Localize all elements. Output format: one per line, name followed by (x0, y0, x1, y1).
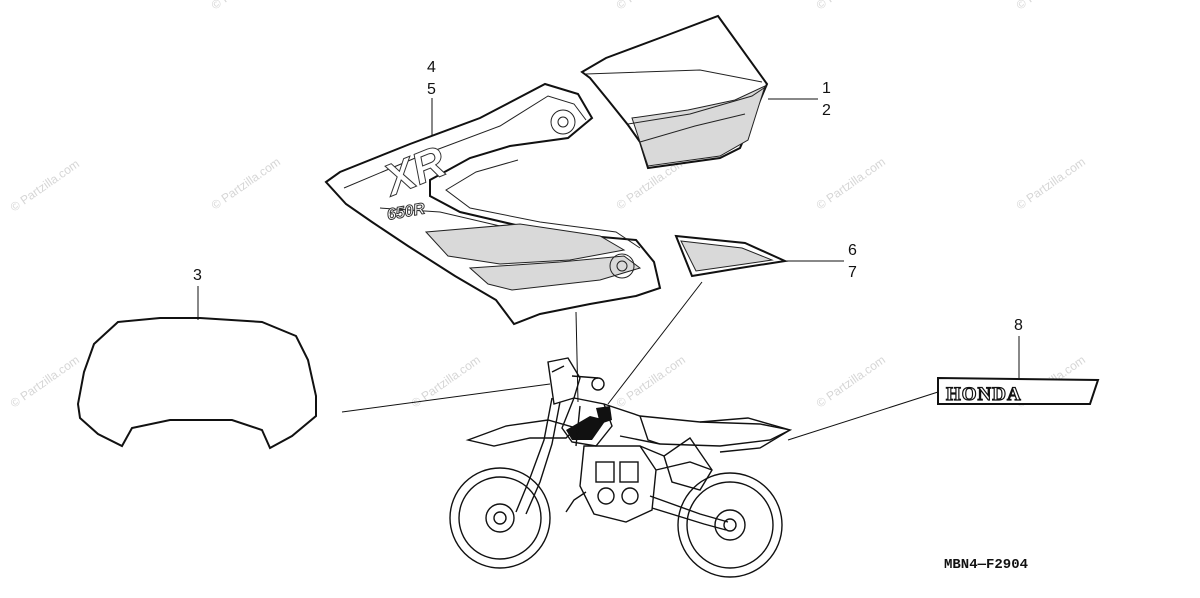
mount-hole (609, 253, 635, 279)
watermark-text: © Partzilla.com (814, 155, 888, 213)
mount-hole (550, 109, 576, 135)
watermark-text: © Partzilla.com (8, 353, 82, 411)
callout-1: 1 (822, 80, 831, 97)
callout-6: 6 (848, 242, 857, 259)
callout-3: 3 (193, 267, 202, 284)
watermark-text: © Partzilla.com (814, 0, 888, 12)
callout-5: 5 (427, 81, 436, 98)
callout-8: 8 (1014, 317, 1023, 334)
part-upper-stripe[interactable] (580, 14, 769, 170)
part-honda-emblem[interactable]: HONDA (937, 376, 1100, 406)
watermark-text: © Partzilla.com (1014, 155, 1088, 213)
watermark-text: © Partzilla.com (209, 155, 283, 213)
watermark-text: © Partzilla.com (614, 0, 688, 12)
motorcycle-illustration (449, 357, 793, 578)
leader-line-small-decal-to-bike (607, 281, 703, 405)
watermark-text: © Partzilla.com (1014, 0, 1088, 12)
leader-lines (197, 98, 1020, 441)
leader-line-rear-decal-to-bike (341, 383, 551, 413)
diagram-code: MBN4—F2904 (944, 557, 1028, 573)
callout-layer: 1 2 4 5 6 7 3 8 (193, 59, 1023, 334)
part-small-decal[interactable] (674, 234, 789, 278)
callout-7: 7 (848, 264, 857, 281)
emblem-honda-text: HONDA (946, 384, 1022, 405)
callout-4: 4 (427, 59, 436, 76)
watermark-text: © Partzilla.com (8, 157, 82, 215)
leader-line-shroud-to-bike (575, 311, 579, 403)
watermark-text: © Partzilla.com (209, 0, 283, 12)
part-shroud-decal[interactable]: XR 650R (324, 82, 662, 326)
part-rear-decal[interactable] (76, 317, 317, 450)
leader-line-emblem-to-bike (787, 391, 939, 441)
watermark-text: © Partzilla.com (814, 353, 888, 411)
mount-hole (616, 260, 628, 272)
mount-hole (557, 116, 569, 128)
callout-2: 2 (822, 102, 831, 119)
